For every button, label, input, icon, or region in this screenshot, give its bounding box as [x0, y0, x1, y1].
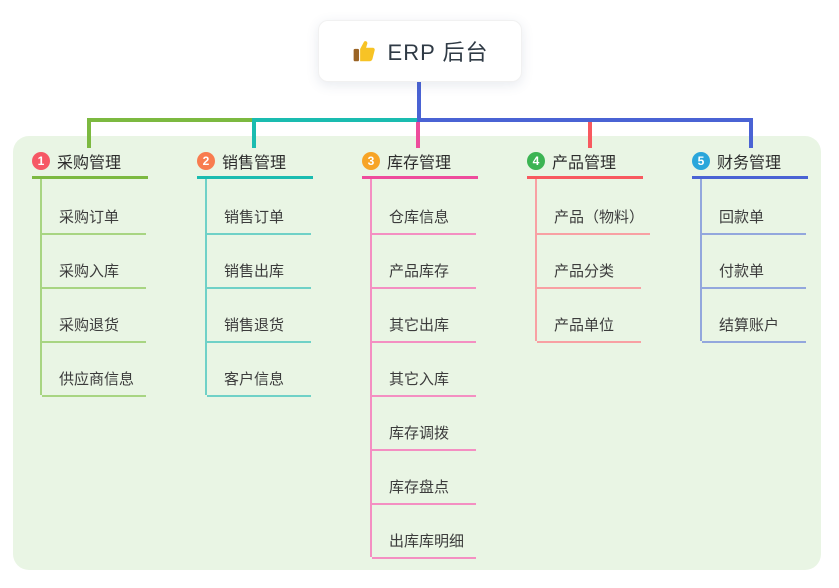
horizontal-connector	[417, 118, 753, 122]
branch-child-item[interactable]: 库存调拨	[372, 395, 478, 451]
branch-drop-connector	[416, 118, 420, 148]
branch-title: 销售管理	[222, 155, 287, 172]
branch-number-badge: 5	[692, 152, 710, 170]
branch-children: 采购订单采购入库采购退货供应商信息	[40, 179, 148, 397]
branch-child-item[interactable]: 销售订单	[207, 179, 313, 235]
branches-panel	[13, 136, 821, 570]
branch-child-label: 付款单	[702, 260, 806, 289]
horizontal-connector	[252, 118, 419, 122]
branch-3: 3 库存管理仓库信息产品库存其它出库其它入库库存调拨库存盘点出库库明细	[362, 148, 478, 559]
branch-header[interactable]: 3 库存管理	[362, 148, 478, 179]
branch-child-item[interactable]: 库存盘点	[372, 449, 478, 505]
branch-child-label: 产品分类	[537, 260, 641, 289]
branch-header[interactable]: 4 产品管理	[527, 148, 643, 179]
branch-title: 财务管理	[717, 155, 782, 172]
branch-child-label: 客户信息	[207, 368, 311, 397]
branch-header[interactable]: 5 财务管理	[692, 148, 808, 179]
branch-child-label: 仓库信息	[372, 206, 476, 235]
branch-child-item[interactable]: 客户信息	[207, 341, 313, 397]
branch-child-label: 采购退货	[42, 314, 146, 343]
branch-2: 2 销售管理销售订单销售出库销售退货客户信息	[197, 148, 313, 397]
branch-drop-connector	[87, 118, 91, 148]
branch-child-item[interactable]: 采购订单	[42, 179, 148, 235]
branch-drop-connector	[588, 118, 592, 148]
branch-child-label: 库存盘点	[372, 476, 476, 505]
branch-number-badge: 1	[32, 152, 50, 170]
branch-drop-connector	[749, 118, 753, 148]
branch-title: 采购管理	[57, 155, 122, 172]
trunk-connector	[417, 82, 421, 120]
branch-child-item[interactable]: 采购入库	[42, 233, 148, 289]
branch-child-label: 销售订单	[207, 206, 311, 235]
branch-child-label: 结算账户	[702, 314, 806, 343]
branch-child-item[interactable]: 销售出库	[207, 233, 313, 289]
branch-children: 仓库信息产品库存其它出库其它入库库存调拨库存盘点出库库明细	[370, 179, 478, 559]
branch-child-item[interactable]: 采购退货	[42, 287, 148, 343]
branch-child-label: 采购订单	[42, 206, 146, 235]
root-title: ERP 后台	[387, 40, 489, 65]
branch-children: 销售订单销售出库销售退货客户信息	[205, 179, 313, 397]
branch-child-item[interactable]: 回款单	[702, 179, 808, 235]
branch-child-item[interactable]: 产品（物料）	[537, 179, 651, 235]
branch-5: 5 财务管理回款单付款单结算账户	[692, 148, 808, 343]
branch-child-label: 产品库存	[372, 260, 476, 289]
branch-number-badge: 2	[197, 152, 215, 170]
branch-child-item[interactable]: 销售退货	[207, 287, 313, 343]
horizontal-connector	[87, 118, 254, 122]
branch-child-label: 供应商信息	[42, 368, 146, 397]
branch-child-item[interactable]: 仓库信息	[372, 179, 478, 235]
branch-title: 产品管理	[552, 155, 617, 172]
branch-child-label: 产品（物料）	[537, 206, 651, 235]
branch-4: 4 产品管理产品（物料） 产品分类产品单位	[527, 148, 651, 343]
branch-header[interactable]: 2 销售管理	[197, 148, 313, 179]
branch-child-item[interactable]: 产品单位	[537, 287, 643, 343]
branch-header[interactable]: 1 采购管理	[32, 148, 148, 179]
branch-child-label: 其它入库	[372, 368, 476, 397]
branch-child-label: 库存调拨	[372, 422, 476, 451]
branch-children: 回款单付款单结算账户	[700, 179, 808, 343]
branch-number-badge: 4	[527, 152, 545, 170]
branch-child-label: 产品单位	[537, 314, 641, 343]
branch-1: 1 采购管理采购订单采购入库采购退货供应商信息	[32, 148, 148, 397]
branch-drop-connector	[252, 118, 256, 148]
branch-child-item[interactable]: 出库库明细	[372, 503, 478, 559]
branch-children: 产品（物料） 产品分类产品单位	[535, 179, 651, 343]
branch-child-label: 其它出库	[372, 314, 476, 343]
branch-child-item[interactable]: 产品库存	[372, 233, 478, 289]
branch-child-item[interactable]: 供应商信息	[42, 341, 148, 397]
branch-child-label: 出库库明细	[372, 530, 476, 559]
branch-child-label: 销售退货	[207, 314, 311, 343]
branch-child-label: 回款单	[702, 206, 806, 235]
branch-child-label: 采购入库	[42, 260, 146, 289]
branch-child-item[interactable]: 产品分类	[537, 233, 643, 289]
branch-child-item[interactable]: 结算账户	[702, 287, 808, 343]
branch-child-label: 销售出库	[207, 260, 311, 289]
branch-title: 库存管理	[387, 155, 452, 172]
branch-child-item[interactable]: 付款单	[702, 233, 808, 289]
branch-number-badge: 3	[362, 152, 380, 170]
branch-child-item[interactable]: 其它出库	[372, 287, 478, 343]
thumbs-up-icon	[352, 38, 378, 64]
branch-child-item[interactable]: 其它入库	[372, 341, 478, 397]
root-node[interactable]: ERP 后台	[318, 20, 522, 82]
